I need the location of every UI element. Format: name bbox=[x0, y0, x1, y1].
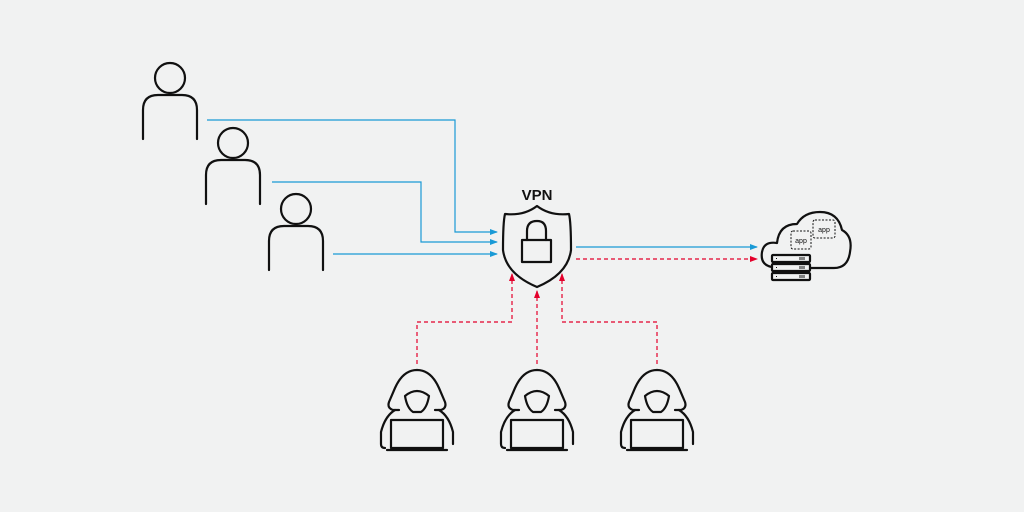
vpn-shield-icon bbox=[501, 204, 573, 289]
cloud-icon: app app bbox=[760, 210, 852, 270]
user-icon-3 bbox=[267, 192, 325, 272]
user-icon-1 bbox=[141, 61, 199, 141]
hacker-icon-3 bbox=[619, 368, 695, 452]
app-label-2: app bbox=[818, 227, 830, 234]
hacker-icon-2 bbox=[499, 368, 575, 452]
app-label-1: app bbox=[795, 238, 807, 245]
server-icon bbox=[770, 253, 812, 282]
vpn-label: VPN bbox=[522, 187, 553, 204]
hacker-icon-1 bbox=[379, 368, 455, 452]
user-2-connection bbox=[272, 181, 498, 245]
attacker-3-connection bbox=[559, 273, 658, 364]
user-icon-2 bbox=[204, 126, 262, 206]
attacker-1-connection bbox=[416, 273, 515, 364]
user-1-connection bbox=[207, 119, 498, 235]
